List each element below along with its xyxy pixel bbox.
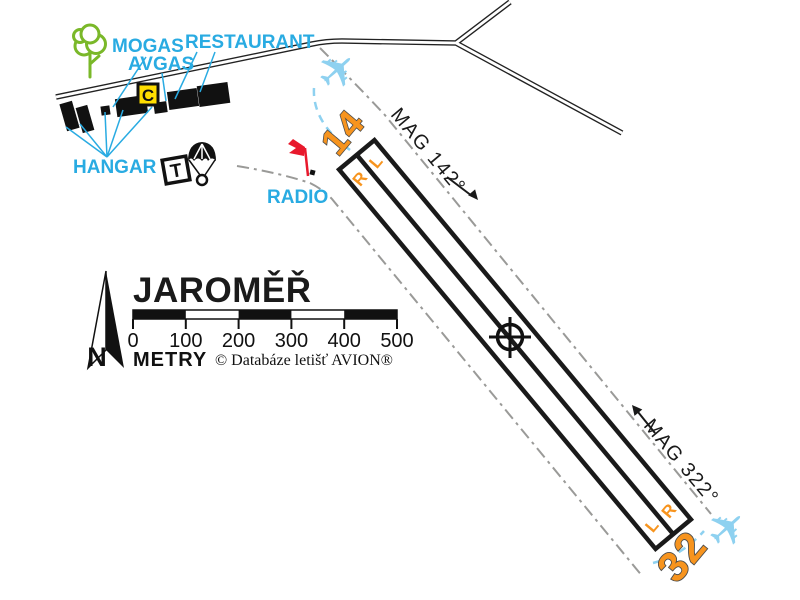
scale-tick-100: 100 [169, 330, 202, 352]
radio-label: RADIO [267, 187, 328, 208]
label-leader-lines [65, 51, 216, 158]
avgas-label: AVGAS [128, 54, 194, 75]
windsock-icon [288, 139, 316, 177]
scale-tick-200: 200 [222, 330, 255, 352]
road [55, 0, 624, 136]
building [59, 100, 80, 132]
scale-unit-label: METRY [133, 349, 207, 371]
glider-site-symbol [489, 317, 531, 358]
scale-tick-300: 300 [275, 330, 308, 352]
tree-icon [72, 23, 107, 79]
mag-heading-32-arrow [632, 405, 656, 434]
runway-divider-line [355, 153, 675, 536]
c-point-letter: C [142, 86, 154, 105]
t-square-letter: T [169, 160, 184, 183]
boundary-line-southwest [236, 165, 644, 578]
scale-tick-0: 0 [127, 330, 138, 352]
building [100, 105, 111, 116]
circuit-arc-north [312, 87, 351, 152]
scale-tick-500: 500 [380, 330, 413, 352]
building [166, 87, 200, 111]
building [196, 81, 231, 108]
boundary-line-northeast [319, 47, 712, 515]
north-letter: N [87, 342, 107, 372]
restaurant-label: RESTAURANT [185, 32, 315, 53]
hangar-label: HANGAR [73, 157, 157, 178]
building [75, 104, 95, 134]
c-point-marker: C [136, 82, 160, 107]
circuit-arc-south [652, 530, 705, 565]
t-square-marker: T [160, 154, 192, 186]
mag-heading-14-arrow [446, 176, 478, 200]
mogas-label: MOGAS [112, 36, 184, 57]
airfield-title: JAROMĚŘ [133, 270, 312, 310]
parachute-icon [188, 142, 216, 187]
scale-tick-400: 400 [328, 330, 361, 352]
scale-bar: 0 100 200 300 400 500 METRY © Databáze l… [127, 309, 414, 371]
credit-label: © Databáze letišť AVION® [215, 352, 393, 369]
runway [335, 136, 695, 553]
north-arrow-icon: N [86, 270, 124, 372]
